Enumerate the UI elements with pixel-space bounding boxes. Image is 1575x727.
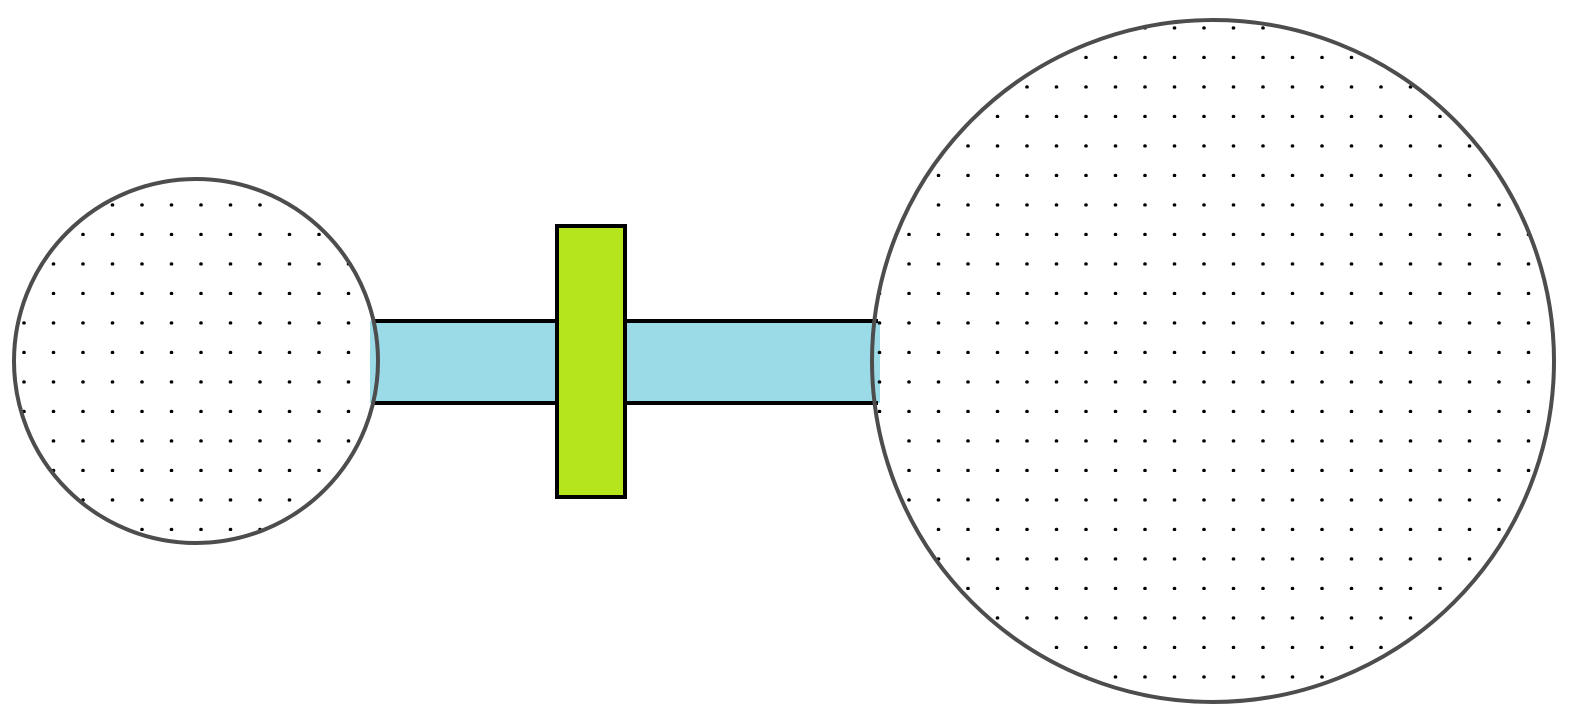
tube-right-segment: [625, 321, 880, 403]
tube-left-segment: [370, 321, 558, 403]
small-sphere: [12, 177, 380, 545]
valve: [555, 224, 627, 499]
connecting-tube: [370, 319, 880, 405]
large-sphere: [870, 18, 1556, 704]
